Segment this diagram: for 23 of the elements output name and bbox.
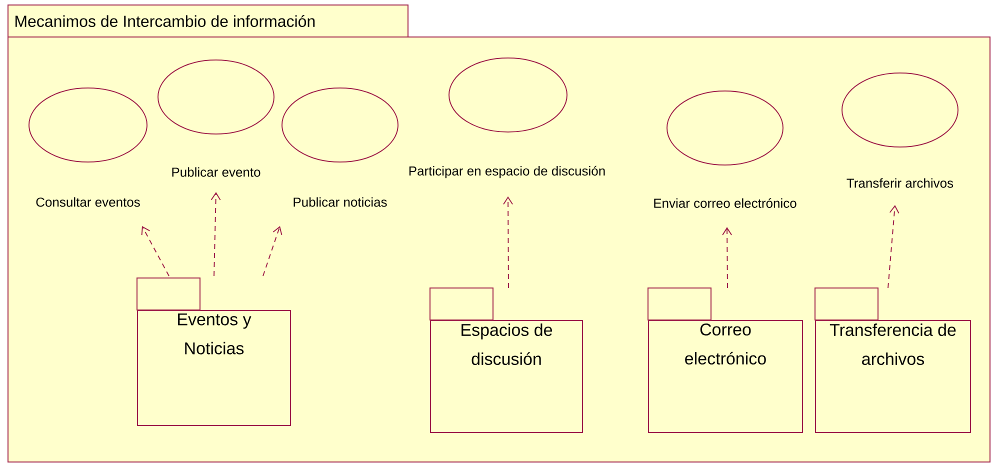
dependency-arrow xyxy=(210,192,221,276)
use-case: Participar en espacio de discusión xyxy=(409,58,605,178)
package: Correo electrónico xyxy=(648,288,803,433)
node-label: Mecanimos de Intercambio de información xyxy=(16,15,315,27)
node-label: Publicar noticias xyxy=(294,197,387,207)
dependency-arrow xyxy=(722,227,732,288)
use-case: Enviar correo electrónico xyxy=(654,90,796,208)
node-label: Publicar evento xyxy=(172,167,260,177)
use-case: Publicar noticias xyxy=(282,88,398,207)
package: Espacios de discusión xyxy=(430,288,583,433)
dependency-arrow xyxy=(141,226,170,276)
node-label: Enviar correo electrónico xyxy=(654,198,796,208)
dependency-arrow xyxy=(262,226,282,276)
use-case: Transferir archivos xyxy=(842,72,958,188)
node-label: Consultar eventos xyxy=(36,197,140,207)
use-case: Consultar eventos xyxy=(28,88,148,207)
use-case: Publicar evento xyxy=(158,60,274,177)
node-label: Participar en espacio de discusión xyxy=(409,166,605,178)
package: Transferencia de archivos xyxy=(814,288,971,433)
package: Eventos y Noticias xyxy=(136,278,291,426)
dependency-arrow xyxy=(503,196,514,288)
dependency-arrow xyxy=(888,204,900,288)
node-label: Transferir archivos xyxy=(846,178,954,188)
